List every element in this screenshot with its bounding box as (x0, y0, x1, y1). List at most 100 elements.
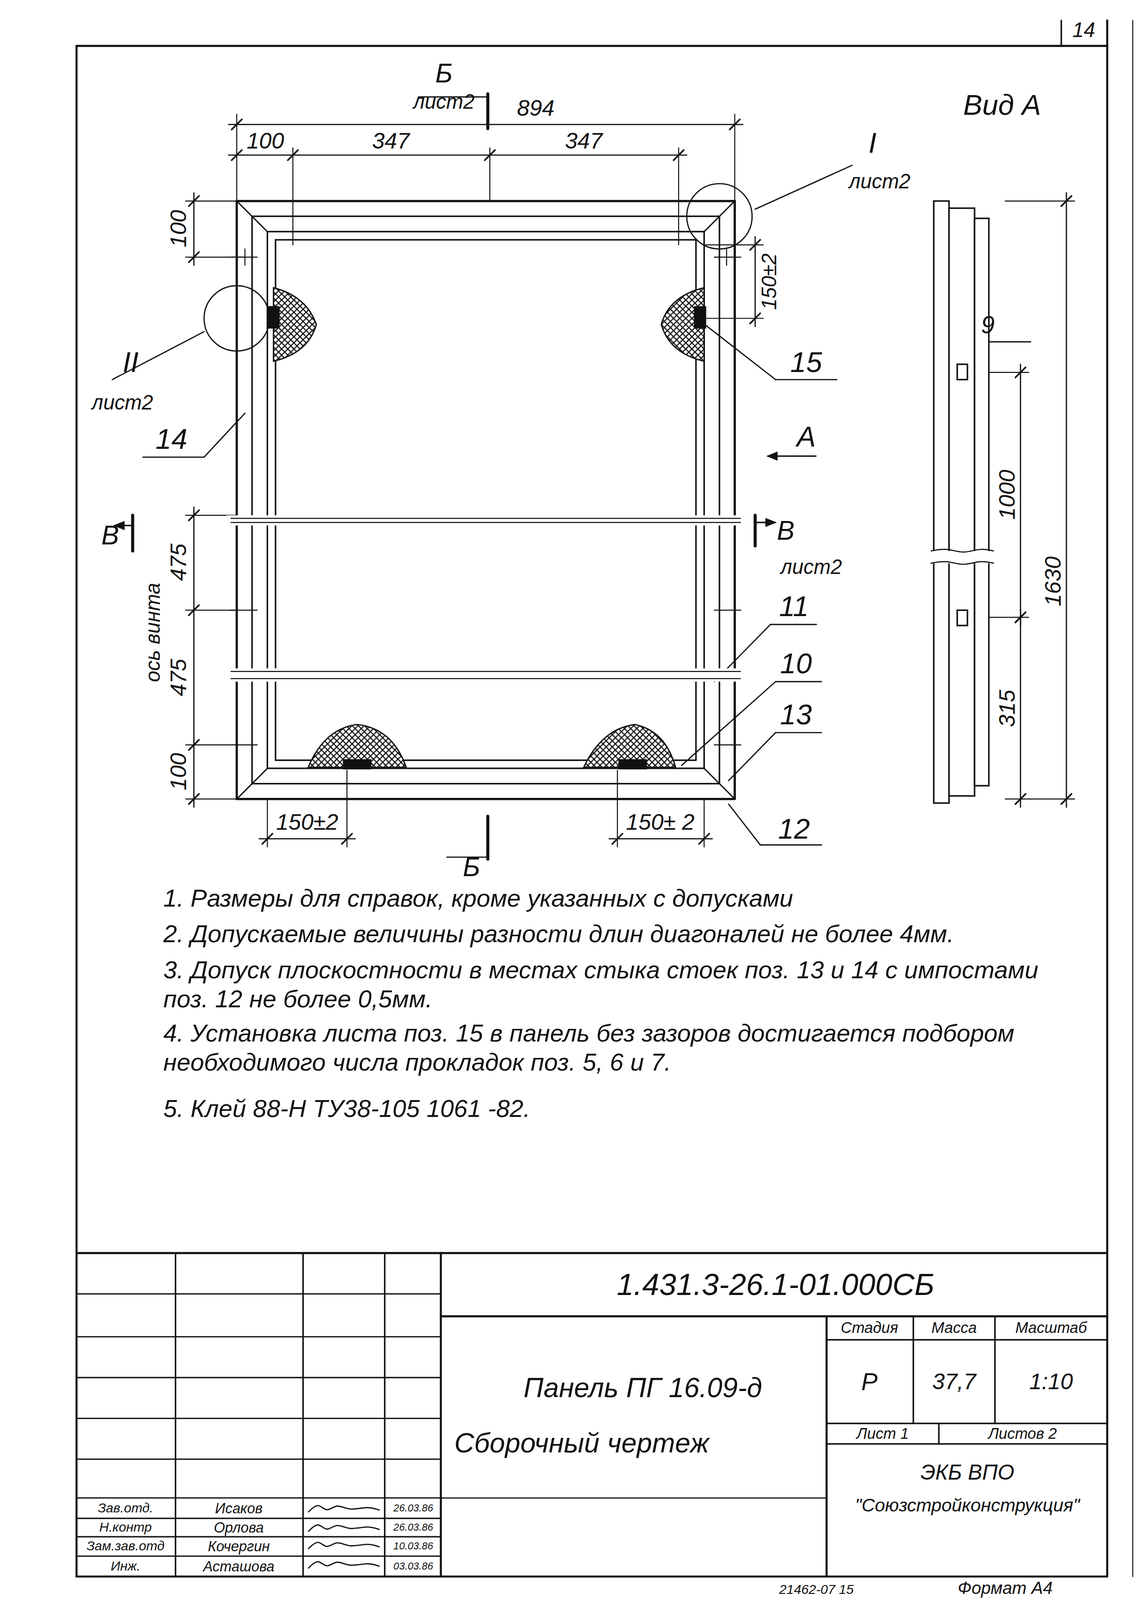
drawing-line (704, 768, 735, 800)
drawing-line (1019, 364, 1022, 627)
callout-number: 9 (981, 311, 995, 338)
callout-number: 14 (155, 423, 188, 454)
break-line (230, 671, 742, 673)
drawing-line (185, 609, 237, 611)
drawing-line (775, 681, 822, 683)
dimension: 475 (166, 543, 191, 582)
break-gap (226, 515, 745, 526)
table-cell: Лист 1 (856, 1426, 909, 1443)
detail-circle (203, 285, 270, 352)
drawing-line (681, 681, 776, 766)
drawing-line (775, 732, 822, 734)
drawing-line (486, 93, 490, 129)
drawing-line (76, 1536, 441, 1539)
drawing-line (439, 1253, 442, 1578)
drawing-line (912, 1317, 914, 1425)
drawing-line (728, 733, 776, 781)
drawing-line (185, 744, 237, 746)
drawing-line (704, 317, 764, 319)
detail-mark: I (868, 127, 877, 158)
view-title: Вид А (963, 89, 1042, 120)
view-mark: А (796, 421, 817, 452)
drawing-line (76, 1336, 441, 1339)
drawing-line (185, 256, 245, 258)
signature (308, 1525, 380, 1533)
drawing-line (142, 456, 205, 458)
table-cell: Асташова (203, 1559, 275, 1575)
section-mark: В (777, 516, 795, 545)
drawing-line (718, 216, 720, 785)
side-view (974, 218, 989, 787)
break-line (230, 517, 742, 519)
side-view (949, 208, 975, 796)
note: 5. Клей 88-Н ТУ38-105 1061 -82. (163, 1094, 1082, 1124)
drawing-line (714, 609, 742, 611)
drawing-line (236, 798, 735, 801)
drawing-line (292, 148, 294, 246)
drawing-line (770, 624, 817, 626)
dimension: 347 (564, 128, 603, 153)
drawing-line (1015, 793, 1026, 805)
drawing-line (203, 413, 245, 458)
drawing-line (236, 200, 735, 203)
drawing-line (754, 236, 757, 327)
drawing-line (733, 201, 736, 800)
drawing-line (441, 1498, 827, 1500)
drawing-line (185, 798, 237, 800)
dimension: 100 (166, 209, 191, 248)
drawing-line (76, 1576, 1108, 1579)
table-cell: Инж. (110, 1559, 141, 1574)
drawing-line (760, 844, 822, 847)
drawing-line (1060, 20, 1063, 46)
drawing-line (76, 1498, 441, 1500)
dimension: 100 (246, 128, 285, 153)
drawing-line (236, 201, 268, 232)
drawing-line (76, 1518, 441, 1520)
gasket-section (343, 759, 372, 770)
drawing-line (441, 1315, 1108, 1318)
break-line (230, 522, 742, 524)
break-line (930, 561, 995, 565)
table-cell: 03.03.86 (393, 1561, 434, 1573)
callout-number: 12 (778, 813, 810, 844)
organization: ЭКБ ВПО (920, 1461, 1015, 1485)
drawing-line (678, 148, 680, 246)
drawing-line (755, 165, 853, 210)
drawing-line (609, 838, 713, 840)
table-cell: Кочергин (207, 1539, 270, 1555)
side-view (957, 364, 968, 381)
dimension: 475 (166, 659, 191, 697)
drawing-line (76, 1418, 441, 1420)
dimension: 315 (995, 689, 1019, 728)
table-cell: Исаков (215, 1501, 263, 1517)
note: 4. Установка листа поз. 15 в панель без … (163, 1018, 1082, 1079)
section-mark: Б (435, 59, 453, 88)
drawing-line (75, 45, 78, 1578)
drawing-line (236, 768, 268, 800)
break-line (230, 678, 742, 680)
note: 3. Допуск плоскостности в местах стыка с… (163, 955, 1082, 1015)
drawing-line (193, 507, 195, 808)
drawing-line (185, 200, 237, 202)
drawing-line (704, 201, 735, 232)
drawing-line (703, 799, 705, 847)
dimension: 150±2 (276, 810, 339, 835)
view-arrow (755, 522, 776, 524)
table-cell: 26.03.86 (393, 1522, 434, 1534)
drawing-line (489, 148, 491, 202)
sheet-number: 14 (1072, 19, 1095, 42)
callout-number: 13 (779, 699, 812, 730)
drawing-line (702, 322, 776, 380)
table-cell: Зам.зав.отд (86, 1539, 165, 1554)
drawing-line (302, 1253, 304, 1578)
drawing-line (235, 201, 239, 800)
table-cell: Листов 2 (988, 1426, 1057, 1443)
drawing-line (112, 331, 204, 380)
drawing-line (275, 239, 697, 241)
drawing-line (76, 1377, 441, 1379)
detail-circle (686, 183, 752, 249)
drawing-line (383, 1253, 386, 1578)
detail-mark: II (122, 347, 139, 378)
dimension: 894 (516, 96, 555, 120)
dimension: 1000 (995, 470, 1019, 521)
